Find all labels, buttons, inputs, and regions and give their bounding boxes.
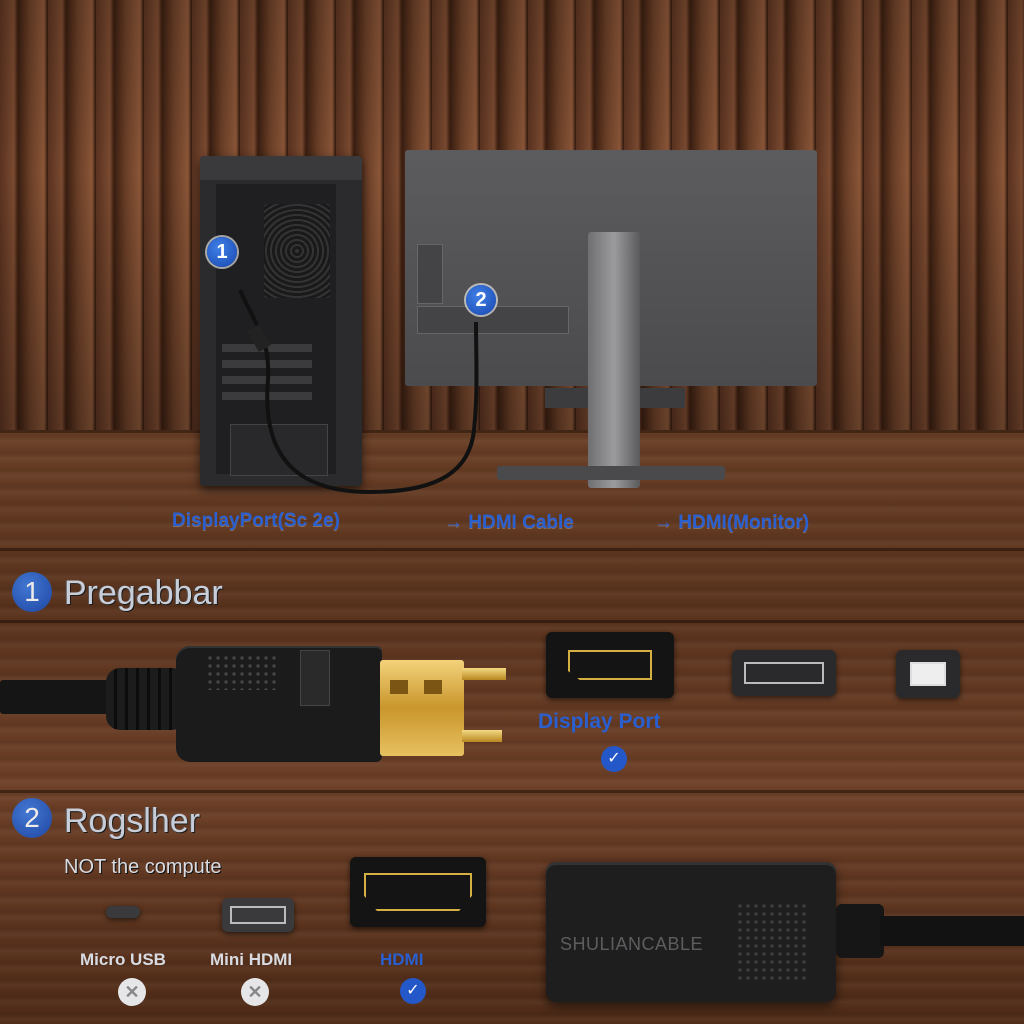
usb-port-icon <box>732 650 836 696</box>
dp-strain-relief <box>106 668 186 730</box>
plank-seam <box>0 790 1024 793</box>
pc-tower-image <box>200 156 362 486</box>
check-icon: ✓ <box>400 978 426 1004</box>
step-1-badge: 1 <box>207 237 237 267</box>
x-icon: ✕ <box>241 978 269 1006</box>
dp-connector-hole <box>424 680 442 694</box>
caption-displayport: DisplayPort(Sc 2e) <box>172 510 340 531</box>
monitor-stand <box>588 232 640 488</box>
expansion-slot <box>222 376 312 384</box>
grip-texture <box>736 902 806 982</box>
monitor-side-ports <box>417 244 443 304</box>
fan-icon <box>264 204 330 298</box>
step-2-title: Rogslher <box>64 802 201 840</box>
expansion-slot <box>222 392 312 400</box>
check-icon: ✓ <box>601 746 627 772</box>
step-2-badge: 2 <box>466 285 496 315</box>
dp-connector-hole <box>390 680 408 694</box>
expansion-slot <box>222 360 312 368</box>
step-1-number: 1 <box>12 572 52 612</box>
dp-pin <box>462 668 506 680</box>
hdmi-port-outline <box>364 873 472 911</box>
caption-hdmi-cable: → HDMI Cable <box>444 512 574 533</box>
dp-latch-button <box>300 650 330 706</box>
caption-hdmi-monitor: → HDMI(Monitor) <box>654 512 810 533</box>
dp-pin <box>462 730 502 742</box>
mini-hdmi-outline <box>230 906 286 924</box>
hdmi-port-icon <box>350 857 486 927</box>
adapter-strain-relief <box>836 904 884 958</box>
mini-hdmi-port-icon <box>222 898 294 932</box>
power-supply <box>230 424 328 476</box>
dp-port-outline <box>568 650 652 680</box>
plank-seam <box>0 548 1024 551</box>
hdmi-label: HDMI <box>380 950 424 969</box>
monitor-stand-base <box>497 466 725 480</box>
step-2-number: 2 <box>12 798 52 838</box>
step-1-title: Pregabbar <box>64 574 223 612</box>
step-2-subtitle: NOT the compute <box>64 856 222 878</box>
mini-dp-outline <box>910 662 946 686</box>
plank-seam <box>0 620 1024 623</box>
adapter-cable-cord <box>880 916 1024 946</box>
x-icon: ✕ <box>118 978 146 1006</box>
displayport-port-icon <box>546 632 674 698</box>
displayport-plug-image <box>176 646 382 762</box>
mini-displayport-icon <box>896 650 960 698</box>
adapter-brand: SHULIANCABLE <box>560 934 704 954</box>
tower-rear-panel <box>216 184 336 476</box>
monitor-port-panel <box>417 306 569 334</box>
usb-port-outline <box>744 662 824 684</box>
dp-connector-gold <box>380 660 464 756</box>
expansion-slot <box>222 344 312 352</box>
mini-hdmi-label: Mini HDMI <box>210 950 293 969</box>
dp-cable-cord <box>0 680 120 714</box>
micro-usb-label: Micro USB <box>80 950 166 969</box>
hdmi-adapter-image: SHULIANCABLE <box>546 862 836 1002</box>
displayport-label: Display Port <box>538 710 661 733</box>
plank-seam <box>0 430 1024 433</box>
grip-texture <box>206 654 276 690</box>
tower-top <box>200 156 362 180</box>
micro-usb-port-icon <box>106 906 140 918</box>
